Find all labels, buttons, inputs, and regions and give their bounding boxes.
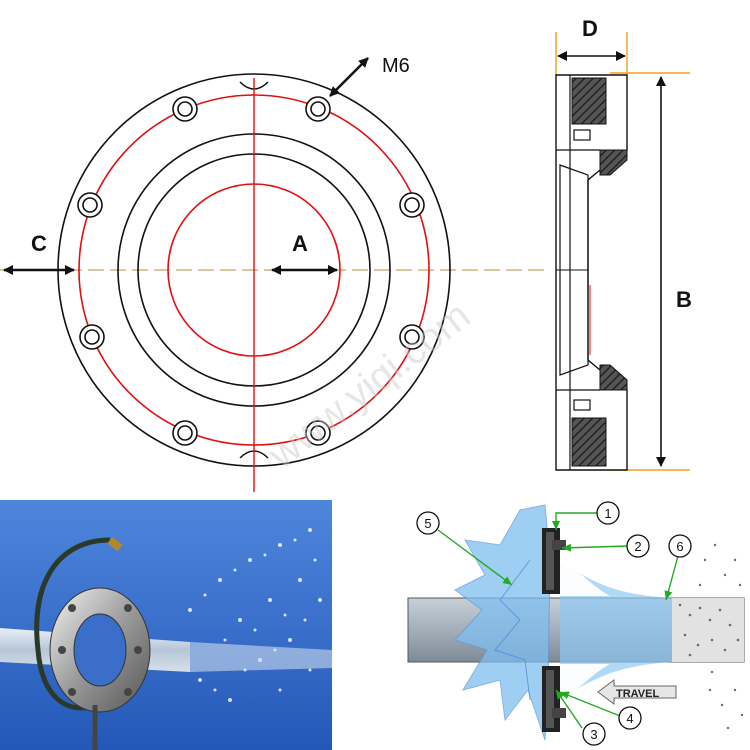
pipe bbox=[407, 597, 745, 663]
svg-text:2: 2 bbox=[634, 539, 641, 554]
leader-5 bbox=[437, 529, 513, 586]
photo-illustration bbox=[0, 500, 332, 750]
leader-2 bbox=[561, 543, 629, 552]
callout-2: 2 bbox=[626, 534, 650, 558]
side-section-view bbox=[555, 32, 690, 471]
debris-particles bbox=[672, 543, 744, 730]
svg-text:3: 3 bbox=[590, 727, 597, 742]
callout-3: 3 bbox=[582, 722, 606, 746]
technical-drawing: A C M6 bbox=[0, 16, 692, 492]
bolt-hole bbox=[305, 96, 331, 122]
bolt-hole bbox=[399, 192, 425, 218]
label-b: B bbox=[676, 287, 692, 312]
bolt-hole bbox=[172, 96, 198, 122]
bolt-holes bbox=[77, 96, 425, 446]
thread-section-top bbox=[571, 77, 607, 125]
label-m6: M6 bbox=[382, 55, 410, 77]
svg-text:5: 5 bbox=[424, 516, 431, 531]
product-photo bbox=[0, 500, 332, 750]
svg-text:6: 6 bbox=[676, 539, 683, 554]
callout-5: 5 bbox=[416, 511, 440, 535]
svg-text:1: 1 bbox=[604, 506, 611, 521]
callout-4: 4 bbox=[618, 706, 642, 730]
thread-section-bottom bbox=[571, 417, 607, 467]
leader-1 bbox=[552, 512, 598, 530]
label-a: A bbox=[292, 231, 308, 256]
bolt-hole bbox=[79, 324, 105, 350]
watermark: www.yiqi.com bbox=[260, 293, 479, 477]
leader-3 bbox=[555, 689, 583, 729]
svg-text:4: 4 bbox=[626, 711, 633, 726]
callout-1: 1 bbox=[596, 501, 620, 525]
bolt-hole bbox=[305, 420, 331, 446]
bolt-hole bbox=[399, 324, 425, 350]
air-stream-right bbox=[560, 560, 672, 700]
travel-arrow: TRAVEL bbox=[597, 679, 677, 705]
bolt-hole bbox=[77, 192, 103, 218]
leader-6 bbox=[664, 555, 679, 601]
air-knife-ring-section bbox=[542, 528, 566, 732]
leader-4 bbox=[559, 691, 621, 717]
travel-label: TRAVEL bbox=[616, 688, 659, 700]
label-c: C bbox=[31, 231, 47, 256]
callout-6: 6 bbox=[668, 534, 692, 558]
air-burst-left bbox=[454, 504, 551, 741]
thread-pointer-arrow bbox=[329, 57, 369, 97]
bolt-hole bbox=[172, 420, 198, 446]
label-d: D bbox=[582, 16, 598, 41]
